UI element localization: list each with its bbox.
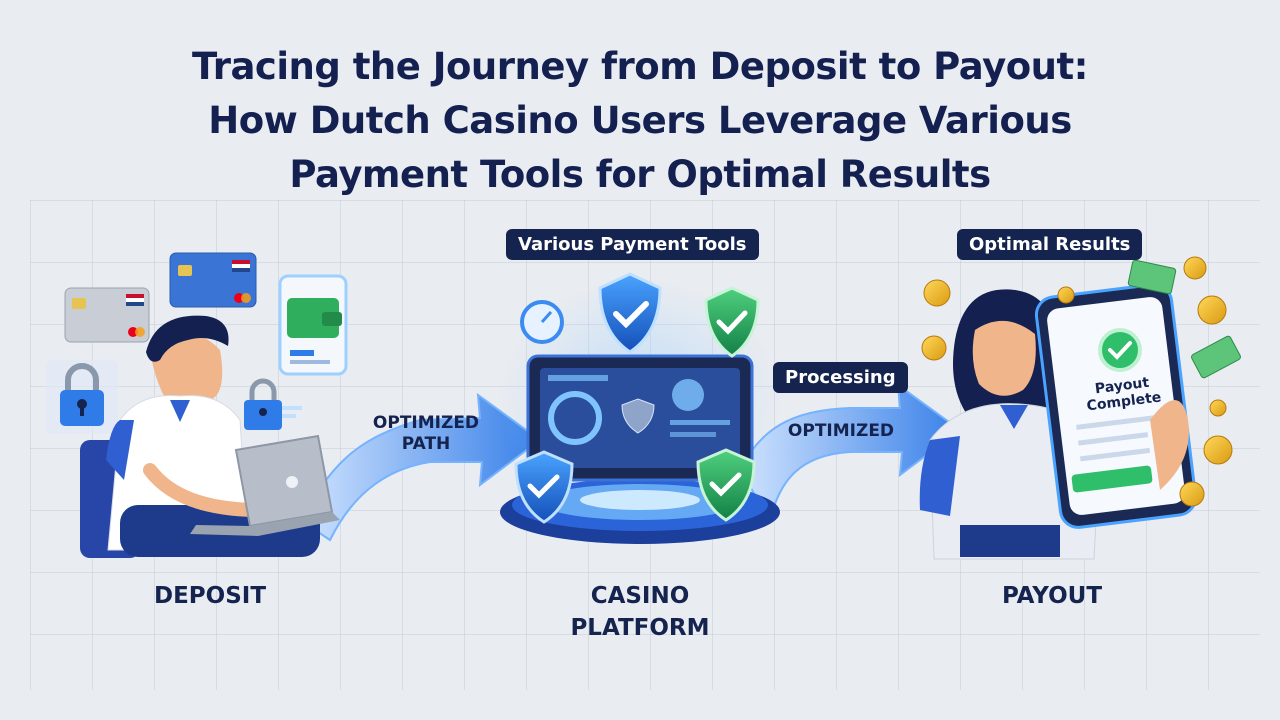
shield-check-icon [696, 448, 756, 522]
optimized-label: OPTIMIZED [787, 421, 895, 441]
padlock-icon [244, 378, 302, 430]
casino-platform-label: CASINO PLATFORM [540, 580, 740, 644]
optimized-path-line-2: PATH [401, 434, 451, 454]
padlock-icon [46, 360, 118, 434]
processing-badge: Processing [773, 362, 908, 393]
optimized-path-line-1: OPTIMIZED [372, 413, 480, 433]
shield-check-icon [514, 450, 574, 524]
title-line-1: Tracing the Journey from Deposit to Payo… [192, 45, 1088, 88]
phone-icon [1034, 283, 1198, 529]
payout-user-illustration [919, 289, 1101, 560]
title-line-3: Payment Tools for Optimal Results [289, 153, 991, 196]
casino-platform-line-2: PLATFORM [570, 615, 710, 641]
credit-card-icon [169, 252, 257, 308]
shield-check-icon [598, 272, 662, 354]
laptop-icon [190, 434, 340, 536]
speed-gauge-icon [520, 300, 564, 344]
optimal-results-badge: Optimal Results [957, 229, 1143, 260]
payout-label: PAYOUT [1001, 583, 1103, 609]
deposit-label: DEPOSIT [153, 583, 267, 609]
page-title: Tracing the Journey from Deposit to Payo… [0, 40, 1280, 202]
title-line-2: How Dutch Casino Users Leverage Various [208, 99, 1072, 142]
various-payment-tools-badge: Various Payment Tools [506, 229, 759, 260]
casino-platform-line-1: CASINO [590, 583, 690, 609]
wallet-icon [278, 274, 348, 376]
shield-check-icon [704, 286, 760, 358]
coins-and-cash-icons [921, 256, 1241, 507]
credit-card-icon [64, 287, 150, 343]
optimized-path-label: OPTIMIZED PATH [356, 413, 496, 455]
